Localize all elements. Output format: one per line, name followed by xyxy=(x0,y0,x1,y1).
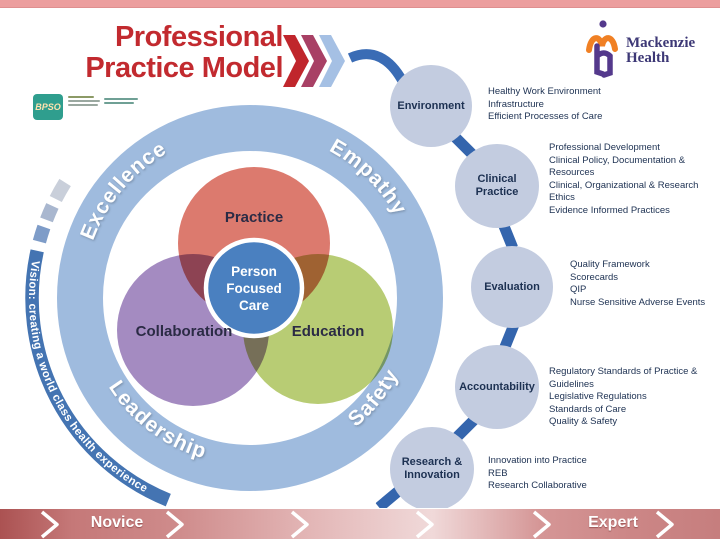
venn-practice-label: Practice xyxy=(225,209,283,226)
bpso-fineprint-line xyxy=(104,98,138,100)
bullet: Regulatory Standards of Practice & Guide… xyxy=(549,366,698,390)
bullet: QIP xyxy=(570,284,587,296)
mackenzie-logo-line2: Health xyxy=(626,50,670,66)
title-line2: Practice Model xyxy=(85,52,283,84)
bar-chevron-icon xyxy=(655,510,674,539)
bar-chevron-icon xyxy=(532,510,551,539)
research-innovation-bullets: Innovation into Practice REB Research Co… xyxy=(488,455,660,493)
clinical-practice-bullets: Professional Development Clinical Policy… xyxy=(549,142,717,217)
bar-chevron-icon xyxy=(290,510,309,539)
bullet: Clinical Policy, Documentation & Resourc… xyxy=(549,154,686,179)
evaluation-label: Evaluation xyxy=(484,281,540,293)
novice-expert-scale-bar: Novice Expert xyxy=(0,508,720,539)
chain-entry-band xyxy=(347,49,408,85)
center-label-line1: Person xyxy=(231,264,277,279)
bullet: Research Collaborative xyxy=(488,480,587,492)
bullet: Quality & Safety xyxy=(549,416,618,428)
center-label-line2: Focused xyxy=(226,281,282,296)
bullet: Legislative Regulations xyxy=(549,391,647,403)
environment-label: Environment xyxy=(397,100,465,112)
bullet: Efficient Processes of Care xyxy=(488,111,603,123)
bullet: Healthy Work Environment xyxy=(488,86,601,97)
bar-chevron-icon xyxy=(40,510,59,539)
chain-connectors xyxy=(375,133,519,512)
bullet: Standards of Care xyxy=(549,403,627,415)
clinical-practice-circle xyxy=(455,144,539,228)
title-chevron-blue-icon xyxy=(319,35,345,87)
title-chevron-maroon-icon xyxy=(301,35,327,87)
connector-evaluation-accountability xyxy=(499,323,519,351)
bullet: Professional Development xyxy=(549,142,660,153)
bullet: Innovation into Practice xyxy=(488,455,587,466)
accountability-circle xyxy=(455,345,539,429)
research-innovation-circle xyxy=(390,427,474,511)
bullet: REB xyxy=(488,467,508,479)
center-label-line3: Care xyxy=(239,298,270,313)
mackenzie-health-logo-icon xyxy=(586,20,618,78)
environment-circle xyxy=(390,65,472,147)
bullet: Infrastructure xyxy=(488,98,544,110)
accountability-bullets: Regulatory Standards of Practice & Guide… xyxy=(549,366,711,429)
novice-label: Novice xyxy=(90,514,144,531)
connector-environment-clinical xyxy=(451,133,477,159)
clinical-practice-label: Clinical Practice xyxy=(475,173,519,198)
venn-education-label: Education xyxy=(292,323,365,340)
bpso-fineprint-line xyxy=(68,100,100,102)
bullet: Nurse Sensitive Adverse Events xyxy=(570,296,706,308)
mackenzie-health-logo-text: Mackenzie Health xyxy=(626,36,720,66)
bullet: Clinical, Organizational & Research Ethi… xyxy=(549,179,699,204)
bpso-fineprint-line xyxy=(68,104,98,106)
vision-ribbon-arc xyxy=(25,249,171,507)
bullet: Quality Framework xyxy=(570,259,650,270)
bpso-logo: BPSO xyxy=(33,94,63,120)
slide-top-accent-strip xyxy=(0,0,720,8)
title-chevron-red-icon xyxy=(283,35,309,87)
bpso-fineprint-line xyxy=(104,102,134,104)
values-ring xyxy=(57,105,443,491)
bullet: Evidence Informed Practices xyxy=(549,204,670,216)
page-title: Professional Practice Model xyxy=(18,22,283,84)
mackenzie-logo-line1: Mackenzie xyxy=(626,35,696,51)
bar-chevron-icon xyxy=(165,510,184,539)
connector-research-end xyxy=(375,486,403,512)
vision-ribbon-dash-1 xyxy=(49,178,71,203)
scale-bar-chevrons xyxy=(40,510,674,539)
bullet: Scorecards xyxy=(570,271,619,283)
expert-label: Expert xyxy=(588,514,638,531)
research-innovation-label: Research & Innovation xyxy=(401,456,463,481)
accountability-label: Accountability xyxy=(459,381,535,393)
connector-clinical-evaluation xyxy=(498,222,518,250)
bpso-fineprint-line xyxy=(68,96,94,98)
connector-accountability-research xyxy=(453,415,479,441)
vision-ribbon-dash-3 xyxy=(32,224,51,244)
venn-collaboration-label: Collaboration xyxy=(136,323,233,340)
person-focused-care-circle xyxy=(203,237,305,339)
title-line1: Professional xyxy=(114,21,284,53)
vision-ribbon-dash-2 xyxy=(40,203,59,223)
evaluation-bullets: Quality Framework Scorecards QIP Nurse S… xyxy=(570,259,720,309)
environment-bullets: Healthy Work Environment Infrastructure … xyxy=(488,86,660,124)
evaluation-circle xyxy=(471,246,553,328)
bar-chevron-icon xyxy=(415,510,434,539)
